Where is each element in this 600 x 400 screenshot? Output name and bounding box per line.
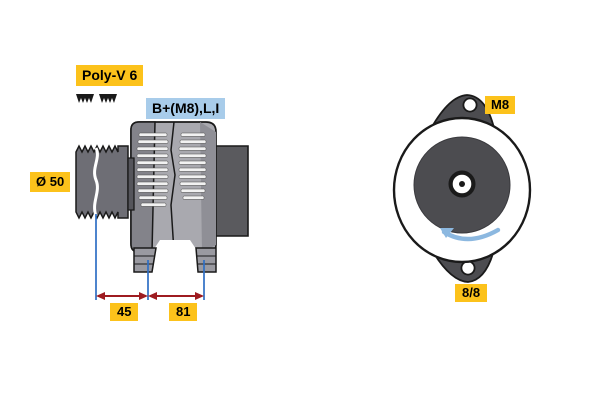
housing-split-line (170, 121, 176, 253)
mounting-foot-right (195, 247, 217, 273)
callout-terminals: B+(M8),L,I (146, 98, 226, 119)
foot-notch (152, 240, 198, 272)
end-view-group (392, 94, 532, 283)
callout-mount-code: 8/8 (455, 284, 488, 302)
dimension-arrow-81 (148, 292, 204, 300)
callout-pulley-diameter: Ø 50 (30, 172, 71, 192)
bottom-bolt-hole (460, 260, 476, 276)
cooling-slots-left (136, 132, 169, 207)
mounting-foot-left (133, 247, 157, 273)
rotation-direction-arrow (440, 227, 501, 242)
cooling-slots-right (178, 132, 207, 200)
dimension-annotations (95, 214, 205, 300)
top-bolt-hole (462, 97, 478, 113)
callout-mount-thread: M8 (485, 96, 516, 114)
section-break-line (93, 147, 99, 217)
dimension-arrow-45 (96, 292, 148, 300)
poly-v-pulley (75, 144, 129, 220)
side-view-group (75, 94, 249, 273)
callout-pulley-type: Poly-V 6 (76, 65, 144, 86)
rear-cover (213, 145, 249, 237)
pulley-hub (127, 157, 135, 211)
callout-dimension-81: 81 (169, 303, 198, 321)
shaft-center-dot (459, 181, 465, 187)
callout-dimension-45: 45 (110, 303, 139, 321)
poly-v-profile-icons (76, 94, 117, 103)
